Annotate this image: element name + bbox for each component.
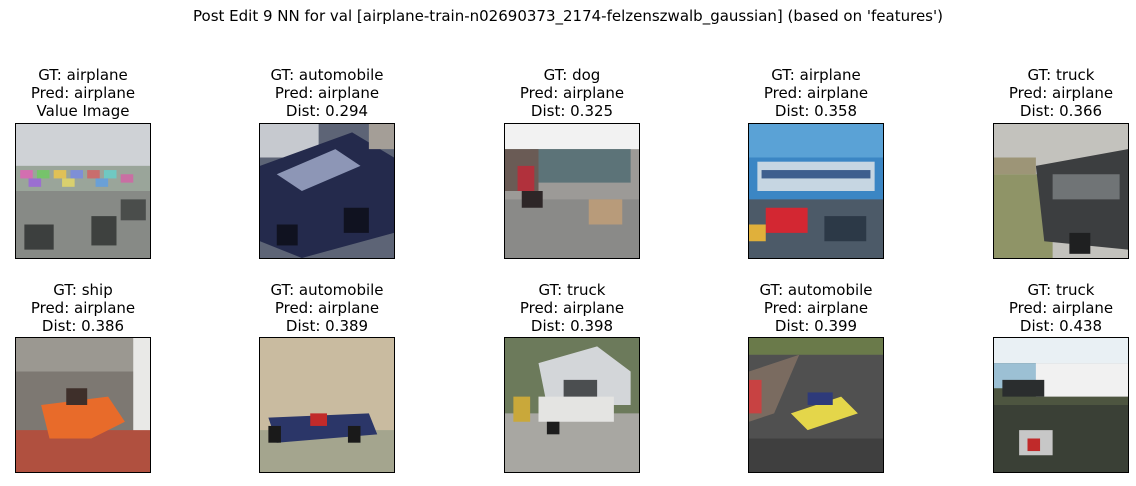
pred-label: Pred: airplane	[519, 299, 625, 317]
gt-label: GT: ship	[53, 281, 113, 299]
neighbor-image	[259, 337, 395, 473]
pred-label: Pred: airplane	[30, 299, 136, 317]
distance-label: Dist: 0.386	[41, 317, 125, 335]
gt-label: GT: automobile	[759, 281, 873, 299]
pred-label: Pred: airplane	[30, 84, 136, 102]
pred-label: Pred: airplane	[1008, 299, 1114, 317]
value-image-label: Value Image	[36, 102, 130, 120]
neighbor-image	[504, 337, 640, 473]
distance-label: Dist: 0.294	[285, 102, 369, 120]
gt-label: GT: truck	[538, 281, 606, 299]
gt-label: GT: truck	[1027, 66, 1095, 84]
distance-label: Dist: 0.399	[774, 317, 858, 335]
pred-label: Pred: airplane	[763, 84, 869, 102]
neighbor-image	[15, 337, 151, 473]
gt-label: GT: automobile	[270, 281, 384, 299]
neighbor-image	[259, 123, 395, 259]
gt-label: GT: airplane	[771, 66, 861, 84]
neighbor-image	[504, 123, 640, 259]
gt-label: GT: automobile	[270, 66, 384, 84]
figure-title: Post Edit 9 NN for val [airplane-train-n…	[193, 7, 943, 25]
distance-label: Dist: 0.438	[1019, 317, 1103, 335]
neighbor-image	[15, 123, 151, 259]
pred-label: Pred: airplane	[274, 84, 380, 102]
gt-label: GT: airplane	[38, 66, 128, 84]
distance-label: Dist: 0.325	[530, 102, 614, 120]
neighbor-image	[993, 337, 1129, 473]
pred-label: Pred: airplane	[763, 299, 869, 317]
gt-label: GT: dog	[543, 66, 601, 84]
neighbor-image	[748, 337, 884, 473]
neighbor-image	[993, 123, 1129, 259]
distance-label: Dist: 0.358	[774, 102, 858, 120]
distance-label: Dist: 0.398	[530, 317, 614, 335]
neighbor-image	[748, 123, 884, 259]
distance-label: Dist: 0.389	[285, 317, 369, 335]
pred-label: Pred: airplane	[519, 84, 625, 102]
distance-label: Dist: 0.366	[1019, 102, 1103, 120]
pred-label: Pred: airplane	[1008, 84, 1114, 102]
pred-label: Pred: airplane	[274, 299, 380, 317]
gt-label: GT: truck	[1027, 281, 1095, 299]
